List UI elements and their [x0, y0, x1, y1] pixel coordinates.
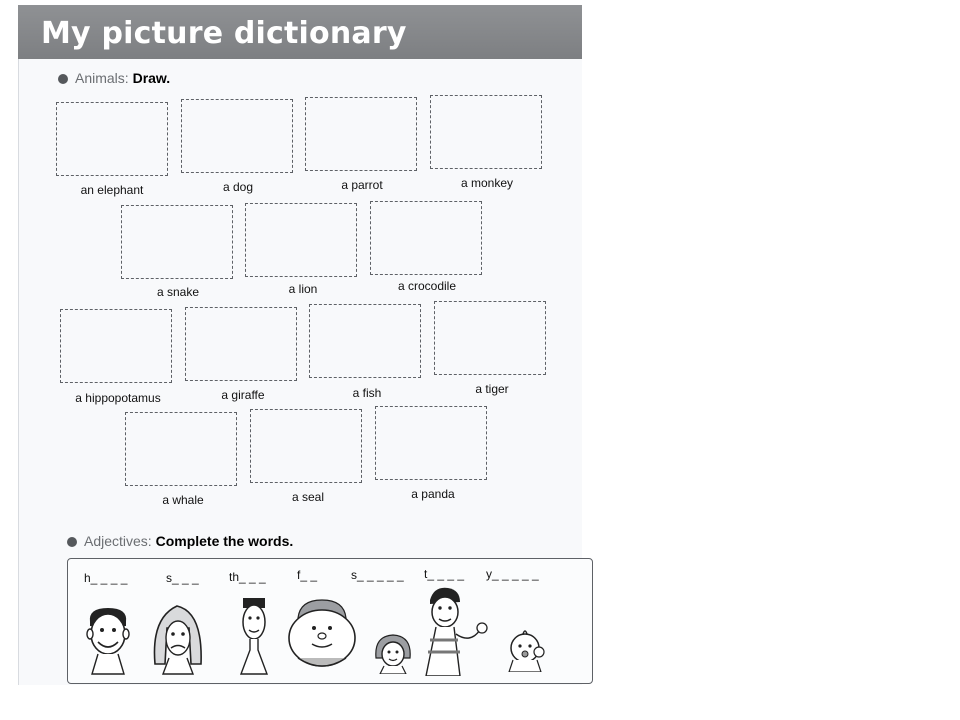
- animals-category: Animals:: [75, 70, 129, 86]
- label-elephant: an elephant: [80, 183, 144, 197]
- draw-box-crocodile[interactable]: [370, 201, 482, 275]
- happy-boy-icon: [86, 608, 130, 675]
- label-panda: a panda: [411, 487, 455, 501]
- word-young[interactable]: y_ _ _ _ _: [486, 567, 539, 581]
- label-tiger: a tiger: [475, 382, 509, 396]
- label-crocodile: a crocodile: [397, 279, 457, 293]
- word-fat[interactable]: f_ _: [297, 568, 318, 582]
- word-thin[interactable]: th_ _ _: [229, 570, 266, 584]
- label-snake: a snake: [156, 285, 200, 299]
- draw-box-whale[interactable]: [125, 412, 237, 486]
- adjectives-heading: Adjectives: Complete the words.: [67, 533, 293, 549]
- draw-box-snake[interactable]: [121, 205, 233, 279]
- word-tall[interactable]: t_ _ _ _: [424, 567, 465, 581]
- draw-box-dog[interactable]: [181, 99, 293, 173]
- draw-box-panda[interactable]: [375, 406, 487, 480]
- word-small[interactable]: s_ _ _ _ _: [351, 568, 404, 582]
- page-edge: [18, 5, 19, 685]
- draw-box-fish[interactable]: [309, 304, 421, 378]
- thin-boy-icon: [239, 598, 269, 675]
- draw-box-parrot[interactable]: [305, 97, 417, 171]
- draw-box-hippopotamus[interactable]: [60, 309, 172, 383]
- draw-box-elephant[interactable]: [56, 102, 168, 176]
- title-bar: My picture dictionary: [18, 5, 582, 59]
- label-monkey: a monkey: [460, 176, 514, 190]
- animals-instruction: Draw.: [132, 70, 171, 86]
- label-giraffe: a giraffe: [221, 388, 265, 402]
- label-parrot: a parrot: [341, 178, 383, 192]
- small-girl-icon: [375, 634, 411, 674]
- draw-box-tiger[interactable]: [434, 301, 546, 375]
- word-sad[interactable]: s_ _ _: [166, 571, 199, 585]
- label-hippopotamus: a hippopotamus: [75, 391, 161, 405]
- adjectives-instruction: Complete the words.: [155, 533, 294, 549]
- word-happy[interactable]: h_ _ _ _: [84, 571, 128, 585]
- label-whale: a whale: [162, 493, 204, 507]
- bullet-icon: [67, 537, 77, 547]
- page-title: My picture dictionary: [41, 16, 407, 51]
- draw-box-monkey[interactable]: [430, 95, 542, 169]
- label-seal: a seal: [291, 490, 325, 504]
- draw-box-giraffe[interactable]: [185, 307, 297, 381]
- fat-boy-icon: [288, 599, 356, 667]
- animals-heading: Animals: Draw.: [58, 70, 170, 86]
- label-lion: a lion: [288, 282, 318, 296]
- tall-boy-icon: [425, 587, 488, 676]
- adjectives-category: Adjectives:: [84, 533, 152, 549]
- sad-girl-icon: [153, 605, 202, 675]
- label-fish: a fish: [352, 386, 382, 400]
- young-baby-icon: [508, 630, 545, 672]
- label-dog: a dog: [222, 180, 254, 194]
- bullet-icon: [58, 74, 68, 84]
- draw-box-lion[interactable]: [245, 203, 357, 277]
- draw-box-seal[interactable]: [250, 409, 362, 483]
